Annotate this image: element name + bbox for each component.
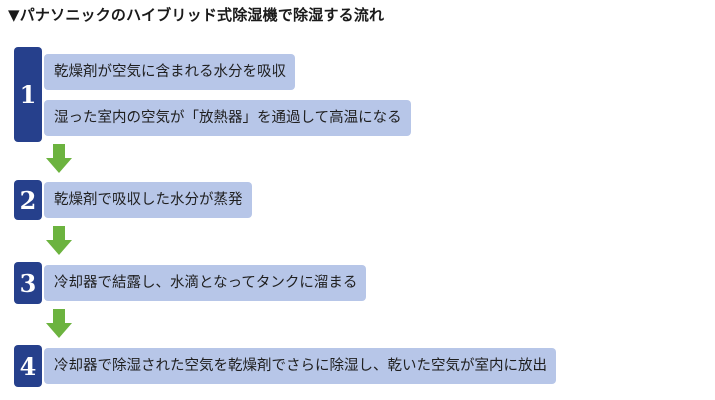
step-3-text: 冷却器で結露し、水滴となってタンクに溜まる — [44, 265, 367, 301]
step-2-text: 乾燥剤で吸収した水分が蒸発 — [44, 182, 252, 218]
step-1-text-line-1: 乾燥剤が空気に含まれる水分を吸収 — [44, 54, 295, 90]
step-3-number: 3 — [14, 262, 42, 304]
down-arrow-icon — [46, 144, 72, 173]
step-1-text-line-2: 湿った室内の空気が「放熱器」を通過して高温になる — [44, 100, 411, 136]
step-1-number: 1 — [14, 47, 42, 142]
step-4-number: 4 — [14, 345, 42, 387]
down-arrow-icon — [46, 226, 72, 255]
step-2-number: 2 — [14, 180, 42, 220]
step-4-text: 冷却器で除湿された空気を乾燥剤でさらに除湿し、乾いた空気が室内に放出 — [44, 348, 556, 384]
diagram-title: ▼パナソニックのハイブリッド式除湿機で除湿する流れ — [8, 6, 385, 24]
down-arrow-icon — [46, 309, 72, 338]
